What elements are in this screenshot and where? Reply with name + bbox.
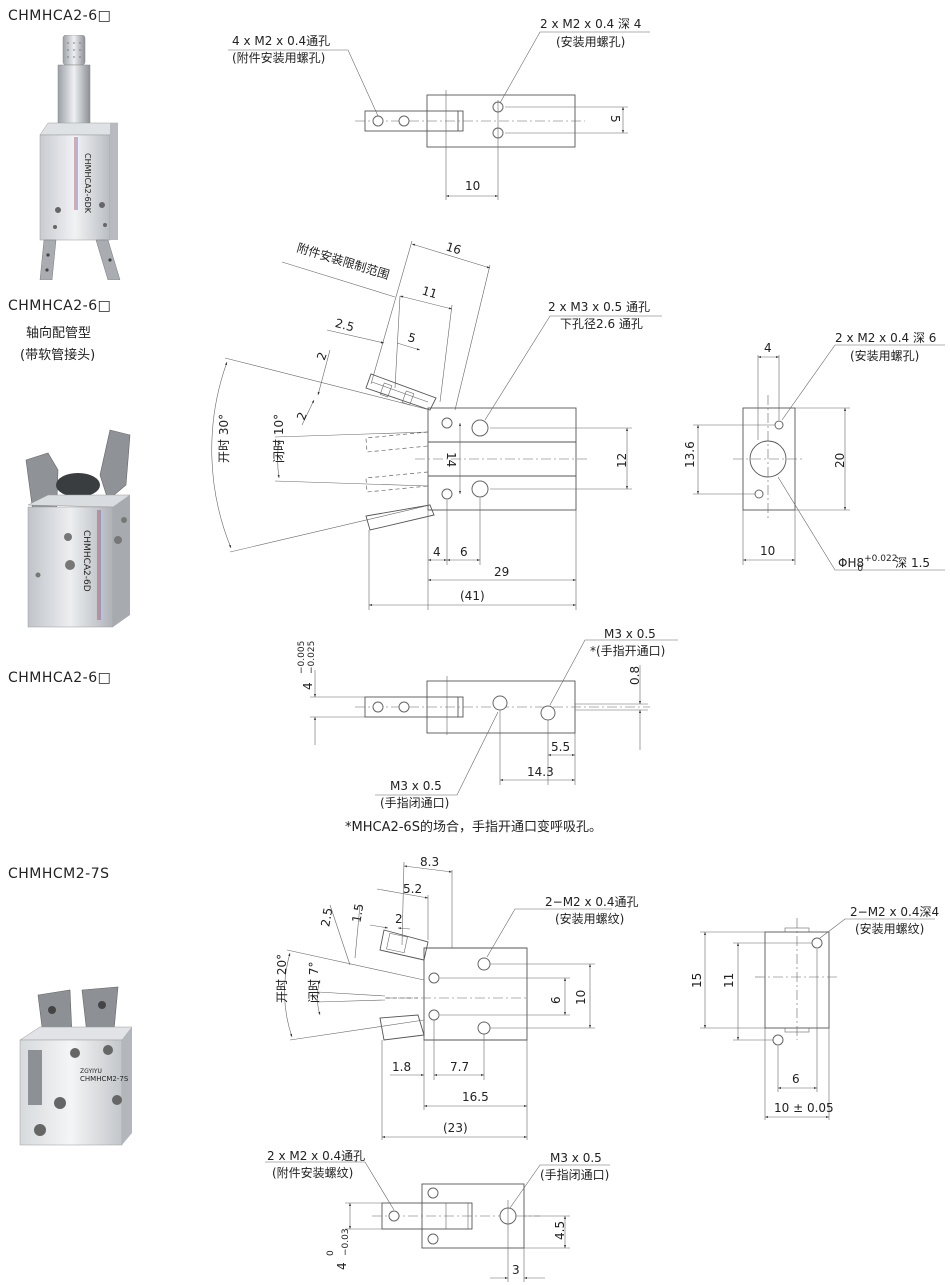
section4-end-view: 15 11 6 10 ± 0.05 2−M2 x 0.4深4 (安装用螺纹) (690, 905, 939, 1120)
s4-dim-2: 2 (395, 912, 403, 926)
s4-bot-tol-lower: −0.03 (341, 1228, 351, 1256)
callout-m3-pilot: 下孔径2.6 通孔 (560, 317, 643, 331)
angle-open-20: 开时 20° (275, 954, 289, 1003)
s4-bot-tol-base: 4 (335, 1262, 349, 1270)
s4-end-dim-11: 11 (722, 973, 736, 988)
section4-bottom-view: 4 0 −0.03 4.5 3 2 x M2 x 0.4通孔 (附件安装螺纹) … (265, 1149, 610, 1282)
callout-mount-holes: 2 x M2 x 0.4 深 4 (540, 17, 641, 31)
end-dim-10: 10 (760, 544, 775, 558)
s4-bot-dim-3: 3 (512, 1263, 520, 1277)
tol-base-4: 4 (301, 682, 315, 690)
dim-5-5: 5.5 (551, 740, 570, 754)
s4-callout-accessory: 2 x M2 x 0.4通孔 (267, 1149, 365, 1163)
s4-end-dim-6: 6 (792, 1072, 800, 1086)
section3-bottom-view: 4 −0.005 −0.025 0.8 5.5 14.3 M3 x 0.5 *(… (297, 627, 678, 835)
s4-dim-23: (23) (443, 1121, 468, 1135)
section2-end-view: 4 13.6 20 10 2 x M2 x 0.4 深 6 (安装用螺孔) ΦH… (683, 331, 945, 574)
s4-callout-close-port: M3 x 0.5 (550, 1151, 602, 1165)
s4-callout-end-desc: (安装用螺纹) (855, 921, 924, 936)
angle-open-30: 开时 30° (217, 414, 231, 463)
dim-6: 6 (460, 545, 468, 559)
s4-bot-dim-4-5: 4.5 (553, 1221, 567, 1240)
end-dim-20: 20 (833, 453, 847, 468)
callout-close-port-desc: (手指闭通口) (380, 795, 449, 810)
s4-callout-end: 2−M2 x 0.4深4 (850, 905, 939, 919)
dim-14: 14 (444, 452, 458, 467)
gripper-photo-6dk: CHMHCA2-6DK (39, 35, 121, 280)
dim-41: (41) (460, 589, 485, 603)
dim-2-5: 2.5 (334, 316, 356, 334)
s4-callout-close-port-desc: (手指闭通口) (540, 1167, 609, 1182)
svg-text:CHMHCA2-6D: CHMHCA2-6D (81, 530, 91, 592)
end-dim-13-6: 13.6 (683, 441, 697, 468)
callout-mount-holes-desc: (安装用螺孔) (556, 34, 625, 49)
callout-open-port-desc: *(手指开通口) (590, 643, 665, 658)
dim-16: 16 (444, 240, 463, 258)
dim-14-3: 14.3 (527, 765, 554, 779)
s4-callout-mount-desc: (安装用螺纹) (555, 911, 624, 926)
s4-dim-1-5: 1.5 (349, 902, 366, 923)
section1-top-view: 5 10 4 x M2 x 0.4通孔 (附件安装用螺孔) 2 x M2 x 0… (228, 17, 650, 200)
s4-callout-mount: 2−M2 x 0.4通孔 (545, 895, 639, 909)
s4-callout-accessory-desc: (附件安装螺纹) (272, 1165, 353, 1180)
section4-side-view: 6 10 开时 20° 闭时 7° 8.3 5.2 2 2.5 1.5 (275, 855, 639, 1140)
callout-accessory-holes: 4 x M2 x 0.4通孔 (232, 34, 330, 48)
model-label-2: CHMHCA2-6□ (8, 298, 112, 314)
callout-end-mount: 2 x M2 x 0.4 深 6 (835, 331, 936, 345)
model-subtitle-1: 轴向配管型 (26, 326, 92, 341)
s4-end-dim-10: 10 ± 0.05 (774, 1101, 834, 1115)
s4-dim-7-7: 7.7 (450, 1060, 469, 1074)
svg-text:ZGYIYU: ZGYIYU (80, 1068, 102, 1075)
angle-closed-10: 闭时 10° (272, 414, 286, 463)
model-label-1: CHMHCA2-6□ (8, 8, 112, 24)
callout-m3-through: 2 x M3 x 0.5 通孔 (548, 300, 650, 314)
s4-dim-2-5: 2.5 (318, 907, 335, 928)
dim-2b: 2 (294, 410, 310, 422)
s4-dim-5-2: 5.2 (403, 882, 422, 896)
angle-closed-7: 闭时 7° (307, 962, 321, 1003)
range-label: 附件安装限制范围 (295, 240, 391, 282)
footnote: *MHCA2-6S的场合，手指开通口变呼吸孔。 (345, 819, 602, 835)
end-dim-4: 4 (764, 341, 772, 355)
callout-accessory-holes-desc: (附件安装用螺孔) (232, 50, 325, 65)
dim-5b: 5 (406, 330, 417, 346)
s4-dim-8-3: 8.3 (420, 855, 439, 869)
s4-dim-1-8: 1.8 (392, 1060, 411, 1074)
s4-dim-6: 6 (549, 996, 563, 1004)
model-subtitle-2: (带软管接头) (20, 348, 96, 363)
dim-5: 5 (608, 115, 622, 123)
section2-side-view: 12 14 开时 30° 闭时 10° 2 2 16 11 (211, 240, 662, 610)
dim-0-8: 0.8 (628, 666, 642, 685)
dim-29: 29 (494, 565, 509, 579)
s4-bot-tol-upper: 0 (326, 1250, 336, 1256)
tol-lower: −0.025 (307, 641, 317, 674)
dim-12: 12 (615, 453, 629, 468)
s4-dim-10: 10 (574, 990, 588, 1005)
dim-2a: 2 (314, 350, 330, 362)
dim-11: 11 (420, 284, 439, 302)
svg-text:CHMHCM2-7S: CHMHCM2-7S (80, 1075, 129, 1083)
callout-open-port: M3 x 0.5 (604, 627, 656, 641)
s4-end-dim-15: 15 (690, 973, 704, 988)
svg-text:CHMHCA2-6DK: CHMHCA2-6DK (83, 153, 92, 214)
gripper-photo-6d: CHMHCA2-6D (25, 429, 131, 628)
dim-10: 10 (465, 179, 480, 193)
gripper-photo-7s: ZGYIYU CHMHCM2-7S (19, 986, 133, 1146)
dim-4: 4 (433, 545, 441, 559)
s4-dim-16-5: 16.5 (462, 1090, 489, 1104)
tol-upper: −0.005 (297, 641, 307, 674)
model-label-3: CHMHCA2-6□ (8, 670, 112, 686)
model-label-4: CHMHCM2-7S (8, 866, 110, 882)
callout-close-port: M3 x 0.5 (390, 779, 442, 793)
callout-end-mount-desc: (安装用螺孔) (850, 348, 919, 363)
